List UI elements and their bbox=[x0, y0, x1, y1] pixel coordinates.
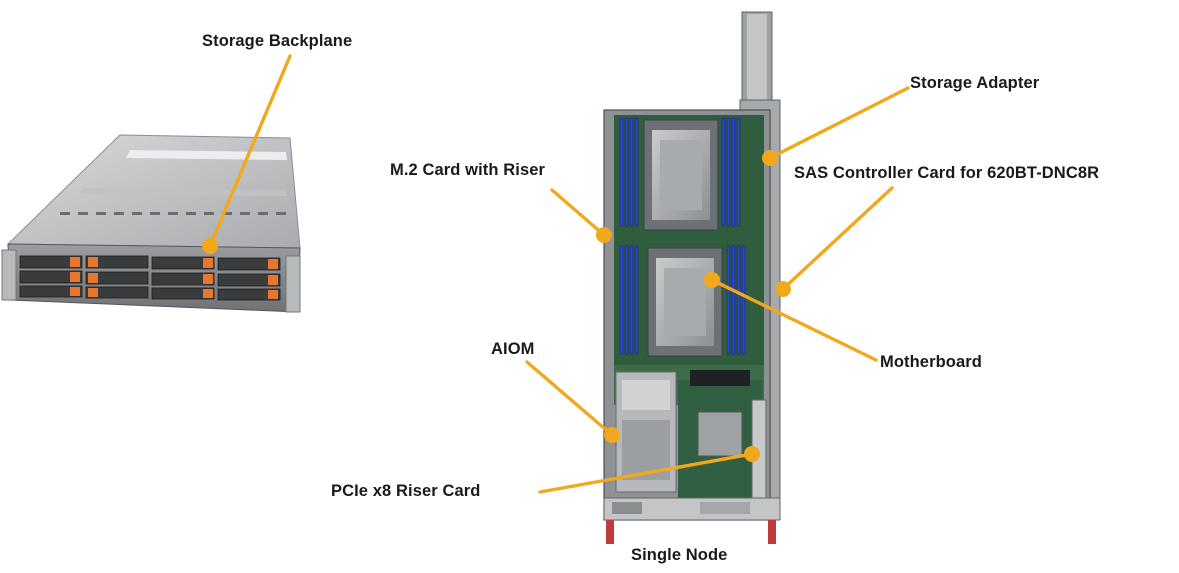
callout-line-aiom bbox=[525, 360, 614, 437]
callout-dot-aiom bbox=[604, 427, 620, 443]
dimm-banks bbox=[619, 117, 746, 355]
label-aiom: AIOM bbox=[491, 340, 535, 358]
chassis-2u bbox=[1, 134, 301, 313]
callout-dot-pcie bbox=[744, 446, 760, 462]
label-storage-adapter: Storage Adapter bbox=[910, 74, 1040, 92]
callout-dot-sas bbox=[775, 281, 791, 297]
callout-lines bbox=[208, 54, 910, 494]
callout-dot-backplane bbox=[202, 238, 218, 254]
callout-line-pcie bbox=[538, 452, 754, 494]
callout-line-m2 bbox=[550, 188, 606, 237]
callout-dot-m2 bbox=[596, 227, 612, 243]
callout-line-sas bbox=[781, 186, 894, 291]
label-motherboard: Motherboard bbox=[880, 353, 982, 371]
drive-trays bbox=[19, 255, 281, 301]
label-storage-backplane: Storage Backplane bbox=[202, 32, 353, 50]
callout-dot-adapter bbox=[762, 150, 778, 166]
callout-line-backplane bbox=[208, 54, 292, 248]
label-m2-card: M.2 Card with Riser bbox=[390, 161, 546, 179]
label-pcie-riser: PCIe x8 Riser Card bbox=[331, 482, 481, 500]
callout-line-motherboard bbox=[710, 278, 878, 362]
label-sas-controller: SAS Controller Card for 620BT-DNC8R bbox=[794, 164, 1100, 182]
callout-dots bbox=[202, 150, 791, 462]
label-single-node: Single Node bbox=[631, 546, 728, 564]
cpu-sockets bbox=[643, 119, 723, 357]
callout-dot-motherboard bbox=[704, 272, 720, 288]
callout-line-adapter bbox=[768, 86, 910, 160]
